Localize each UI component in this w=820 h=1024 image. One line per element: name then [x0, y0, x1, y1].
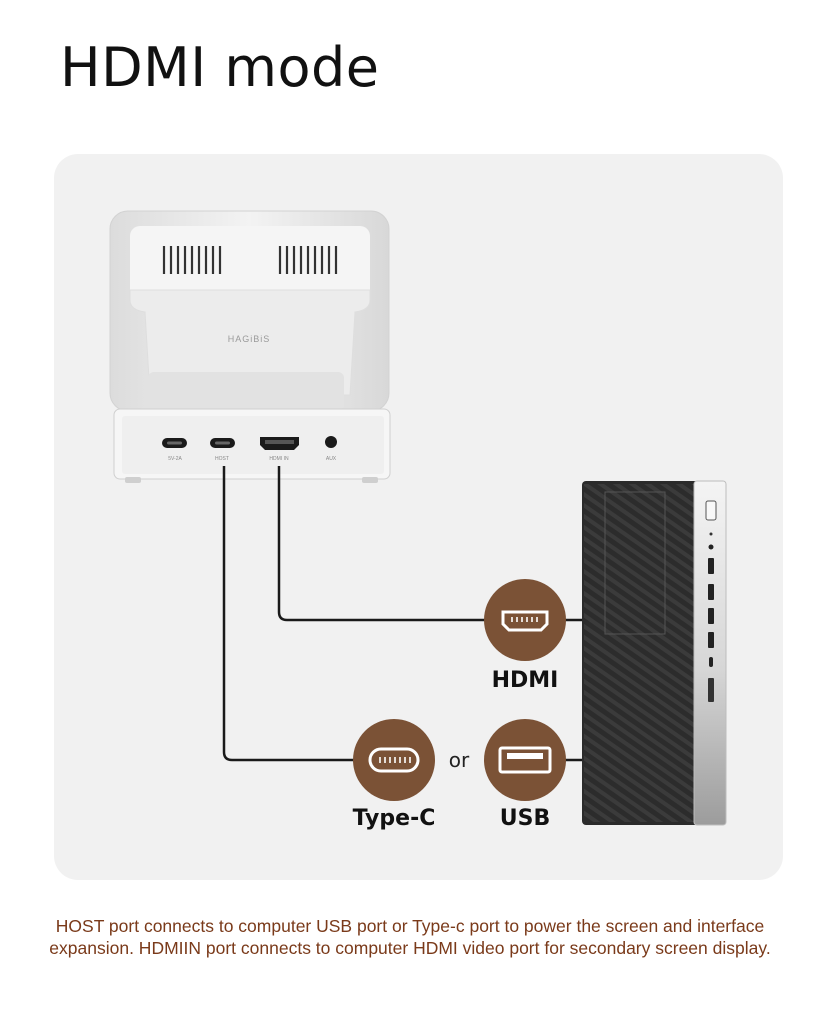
- host-port: HOST: [210, 438, 235, 462]
- power-port-label: 5V-2A: [168, 456, 182, 462]
- brand-logo: HAGiBiS: [228, 334, 271, 344]
- or-text: or: [448, 748, 470, 772]
- desktop-pc-tower: [582, 480, 727, 826]
- hdmi-port-icon: [501, 610, 549, 632]
- usb-c-port-icon: [368, 747, 420, 773]
- typec-connector-badge: [353, 719, 435, 801]
- power-port: 5V-2A: [162, 438, 187, 462]
- hdmi-in-port: HDMI IN: [260, 437, 299, 462]
- aux-port-label: AUX: [326, 456, 337, 462]
- page-title: HDMI mode: [60, 36, 380, 99]
- typec-label: Type-C: [352, 806, 436, 831]
- usb-label: USB: [499, 806, 551, 831]
- hdmi-connector-badge: [484, 579, 566, 661]
- hdmi-in-port-label: HDMI IN: [269, 456, 289, 462]
- vent-left-icon: [162, 246, 222, 274]
- hdmi-label: HDMI: [491, 668, 559, 693]
- description-caption: HOST port connects to computer USB port …: [49, 916, 771, 958]
- hdmi-cable: [277, 466, 485, 622]
- usb-a-port-icon: [498, 746, 552, 774]
- aux-port: AUX: [325, 436, 337, 462]
- host-cable: [222, 466, 355, 762]
- vent-right-icon: [278, 246, 338, 274]
- monitor-device: HAGiBiS 5V-2A HOST HDMI IN AUX: [109, 210, 391, 483]
- usb-connector-badge: [484, 719, 566, 801]
- audio-jack-icon: [325, 436, 337, 448]
- host-port-label: HOST: [215, 456, 229, 462]
